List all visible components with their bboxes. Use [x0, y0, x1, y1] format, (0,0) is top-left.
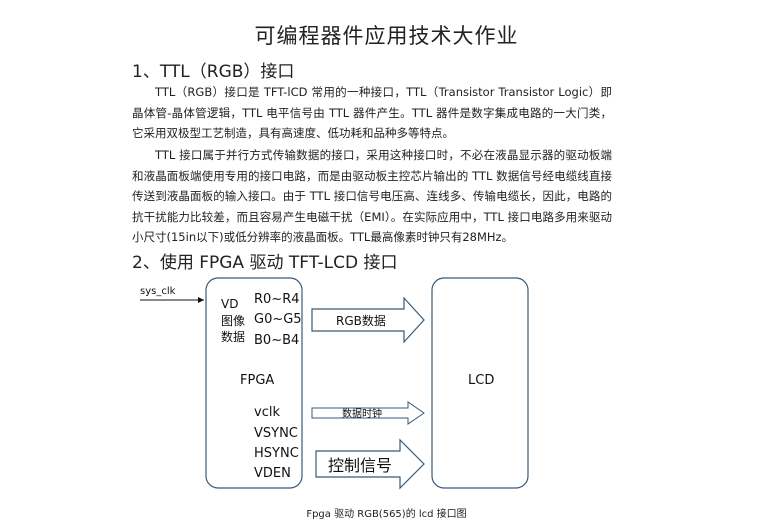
sys-clk-label: sys_clk — [140, 286, 176, 297]
section-2-heading: 2、使用 FPGA 驱动 TFT-LCD 接口 — [132, 253, 398, 273]
lcd-label: LCD — [468, 373, 494, 388]
r-bits-label: R0~R4 — [254, 292, 300, 307]
vden-label: VDEN — [254, 466, 291, 481]
fpga-box — [205, 277, 303, 489]
data-clock-arrow-label: 数据时钟 — [342, 407, 382, 420]
paragraph-2: TTL 接口属于并行方式传输数据的接口，采用这种接口时，不必在液晶显示器的驱动板… — [132, 148, 612, 244]
b-bits-label: B0~B4 — [254, 333, 299, 348]
diagram-caption: Fpga 驱动 RGB(565)的 lcd 接口图 — [306, 509, 467, 520]
vd-label: VD — [221, 297, 238, 311]
section-1-heading: 1、TTL（RGB）接口 — [132, 62, 295, 82]
document-title: 可编程器件应用技术大作业 — [254, 24, 519, 48]
vclk-label: vclk — [254, 405, 280, 420]
sys-clk-arrowhead — [198, 297, 204, 303]
fpga-label: FPGA — [240, 373, 274, 388]
rgb-data-arrow-label: RGB数据 — [336, 313, 386, 328]
g-bits-label: G0~G5 — [254, 312, 302, 327]
paragraph-1: TTL（RGB）接口是 TFT-lCD 常用的一种接口，TTL（Transist… — [132, 85, 612, 140]
vd-label-data: 数据 — [221, 329, 245, 344]
vd-label-image: 图像 — [221, 314, 245, 328]
vsync-label: VSYNC — [254, 426, 298, 441]
rgb-data-arrow — [311, 296, 425, 344]
hsync-label: HSYNC — [254, 446, 299, 461]
data-clock-arrow — [311, 401, 425, 425]
lcd-box — [431, 277, 529, 489]
control-signal-arrow-label: 控制信号 — [328, 456, 392, 475]
control-signal-arrow — [315, 438, 425, 490]
